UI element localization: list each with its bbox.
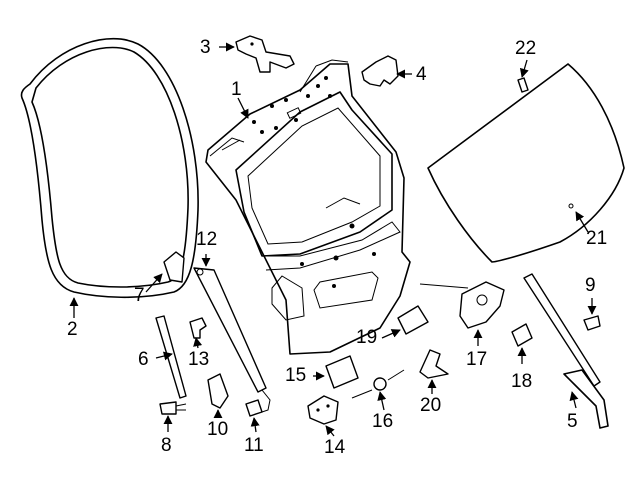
release-cable bbox=[351, 369, 405, 399]
callout-4: 4 bbox=[416, 64, 427, 85]
callout-21: 21 bbox=[586, 228, 608, 249]
glass-clip bbox=[517, 77, 529, 93]
callout-22: 22 bbox=[515, 38, 537, 59]
callout-9: 9 bbox=[585, 275, 596, 296]
callout-18: 18 bbox=[511, 371, 533, 392]
callout-19: 19 bbox=[356, 327, 378, 348]
cover bbox=[419, 349, 449, 379]
striker bbox=[511, 323, 533, 347]
control-module bbox=[325, 355, 359, 389]
nut-clip bbox=[245, 399, 263, 417]
bracket bbox=[361, 55, 399, 87]
callout-11: 11 bbox=[244, 435, 264, 456]
hinge bbox=[235, 35, 295, 73]
damper bbox=[207, 373, 229, 409]
pin bbox=[189, 317, 207, 339]
callout-6: 6 bbox=[138, 349, 149, 370]
callout-2: 2 bbox=[67, 319, 78, 340]
callout-17: 17 bbox=[466, 349, 488, 370]
callout-1: 1 bbox=[231, 79, 242, 100]
bolt bbox=[159, 401, 187, 415]
cap bbox=[583, 315, 601, 331]
callout-12: 12 bbox=[196, 229, 218, 250]
bumper-stop bbox=[163, 251, 185, 283]
callout-3: 3 bbox=[200, 37, 211, 58]
callout-15: 15 bbox=[285, 365, 307, 386]
callout-13: 13 bbox=[188, 349, 210, 370]
strut-left bbox=[193, 267, 271, 413]
switch bbox=[397, 305, 429, 335]
latch bbox=[419, 281, 505, 329]
callout-16: 16 bbox=[372, 411, 394, 432]
lock-actuator bbox=[307, 395, 339, 425]
callout-14: 14 bbox=[324, 437, 346, 458]
strut-right bbox=[523, 273, 609, 429]
callout-5: 5 bbox=[567, 411, 578, 432]
callout-8: 8 bbox=[161, 435, 172, 456]
callout-7: 7 bbox=[134, 285, 145, 306]
rear-glass bbox=[427, 63, 625, 263]
callout-20: 20 bbox=[420, 395, 442, 416]
leader-lines bbox=[69, 42, 597, 437]
liftgate-panel bbox=[205, 59, 411, 355]
callout-10: 10 bbox=[207, 419, 229, 440]
